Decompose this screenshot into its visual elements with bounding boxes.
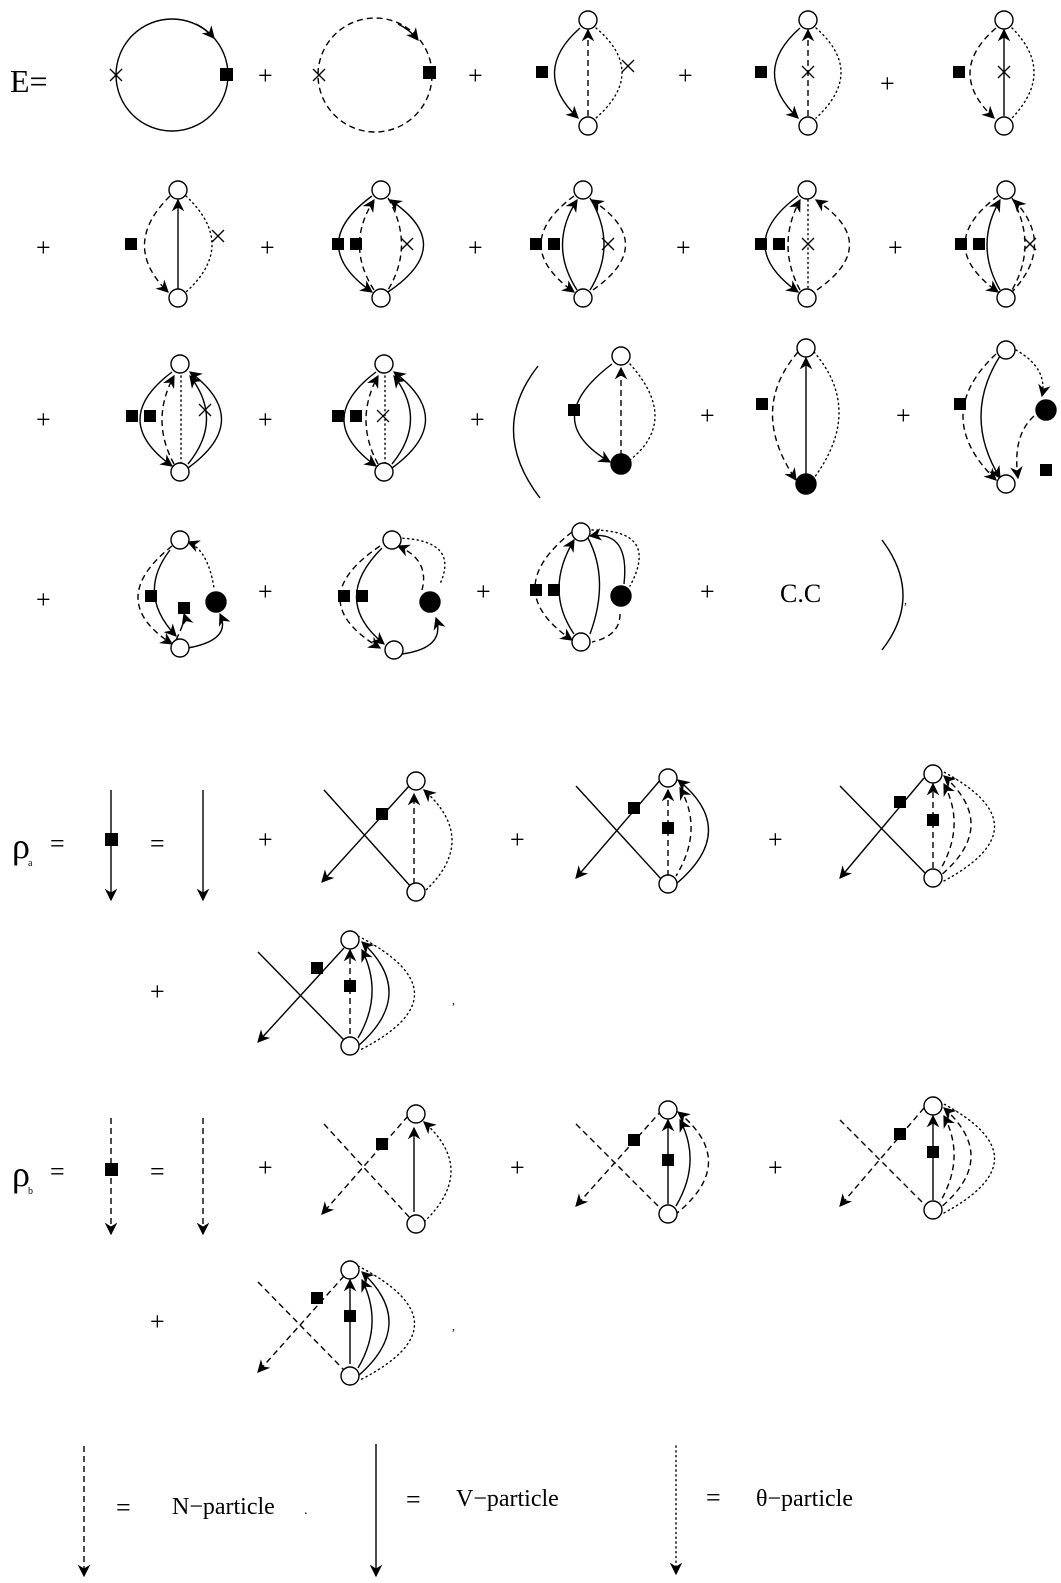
cross-mark <box>621 59 635 73</box>
cross-mark <box>1023 237 1037 251</box>
plus-sign: + <box>468 233 483 262</box>
diagram-side-vertex-18 <box>530 522 640 652</box>
plus-sign: + <box>258 577 273 606</box>
diagram-three-line-11 <box>126 354 223 482</box>
comma: , <box>904 593 907 607</box>
rho-b-diagram-1 <box>321 1104 452 1234</box>
plus-sign: + <box>510 825 525 854</box>
cross-mark <box>801 237 815 251</box>
diagram-side-vertex-17 <box>338 530 446 660</box>
equals-sign: = <box>50 1157 65 1186</box>
diagram-solid-loop <box>109 18 233 132</box>
rho-a-symbol: ρ <box>12 826 30 866</box>
plus-sign: + <box>768 825 783 854</box>
plus-sign: + <box>150 977 165 1006</box>
cross-mark <box>109 68 123 82</box>
cross-mark <box>801 65 815 79</box>
plus-sign: + <box>888 233 903 262</box>
legend-v-particle: = V−particle <box>369 1444 559 1578</box>
plus-sign: + <box>896 401 911 430</box>
plus-sign: + <box>36 585 51 614</box>
plus-sign: + <box>768 1153 783 1182</box>
equals-sign: = <box>150 829 165 858</box>
equals-sign: = <box>706 1483 721 1512</box>
equals-sign: = <box>50 829 65 858</box>
rho-a-diagram-4 <box>257 930 416 1056</box>
plus-sign: + <box>476 577 491 606</box>
cross-mark <box>997 65 1011 79</box>
diagram-two-vertex-5 <box>953 10 1035 136</box>
plus-sign: + <box>260 233 275 262</box>
diagram-three-line-8 <box>530 180 627 308</box>
right-parenthesis <box>881 539 904 651</box>
rho-b-symbol: ρ <box>12 1154 30 1194</box>
plus-sign: + <box>470 405 485 434</box>
rho-a-diagram-1 <box>321 771 453 902</box>
diagram-three-line-9 <box>755 180 851 308</box>
rho-a-diagram-2 <box>575 768 710 894</box>
energy-label: E= <box>10 63 48 99</box>
legend-v-particle-label: V−particle <box>456 1486 559 1512</box>
legend-n-particle: = N−particle . <box>77 1446 308 1578</box>
comma: , <box>452 993 455 1007</box>
rho-b-subscript: b <box>28 1186 33 1197</box>
plus-sign: + <box>258 61 273 90</box>
diagram-two-vertex-3 <box>536 10 635 136</box>
diagram-filled-vertex-15 <box>954 340 1057 494</box>
rho-b-diagram-3 <box>839 1096 996 1220</box>
diagram-filled-vertex-14 <box>756 338 840 495</box>
legend-n-particle-label: N−particle <box>172 1494 275 1520</box>
cross-mark <box>400 237 414 251</box>
cross-mark <box>601 237 615 251</box>
plus-sign: + <box>678 61 693 90</box>
equals-sign: = <box>116 1493 131 1522</box>
plus-sign: + <box>700 577 715 606</box>
legend-theta-particle-label: θ−particle <box>756 1486 853 1512</box>
diagram-dashed-loop <box>312 17 436 133</box>
comma: , <box>452 1319 455 1333</box>
diagram-filled-vertex-13 <box>568 346 656 475</box>
period: . <box>304 1503 308 1518</box>
diagram-three-line-7 <box>332 180 425 308</box>
complex-conjugate-label: C.C <box>780 579 821 608</box>
diagram-two-vertex-6 <box>125 180 225 308</box>
rho-b-diagram-4 <box>257 1260 416 1386</box>
equals-sign: = <box>150 1157 165 1186</box>
rho-a-vertex-line <box>104 790 118 902</box>
equals-sign: = <box>406 1485 421 1514</box>
cross-mark <box>376 409 390 423</box>
plus-sign: + <box>150 1307 165 1336</box>
cross-mark <box>198 403 212 417</box>
plus-sign: + <box>676 233 691 262</box>
diagram-three-line-12 <box>332 354 427 482</box>
legend-theta-particle: = θ−particle <box>669 1445 853 1576</box>
rho-b-vertex-line <box>104 1118 118 1236</box>
plus-sign: + <box>258 1153 273 1182</box>
plus-sign: + <box>468 61 483 90</box>
filled-square-vertex <box>423 66 436 79</box>
plus-sign: + <box>36 233 51 262</box>
plus-sign: + <box>258 405 273 434</box>
left-parenthesis <box>512 365 541 499</box>
plus-sign: + <box>510 1153 525 1182</box>
diagram-side-vertex-16 <box>137 530 231 658</box>
rho-a-diagram-3 <box>839 764 996 888</box>
diagram-three-line-10 <box>955 180 1037 308</box>
rho-a-subscript: a <box>28 858 33 869</box>
filled-square-vertex <box>220 68 233 81</box>
plus-sign: + <box>36 405 51 434</box>
plus-sign: + <box>258 825 273 854</box>
cross-mark <box>211 229 225 243</box>
diagram-two-vertex-4 <box>755 10 842 136</box>
rho-b-diagram-2 <box>575 1100 710 1224</box>
cross-mark <box>312 68 326 82</box>
plus-sign: + <box>880 69 895 98</box>
plus-sign: + <box>700 401 715 430</box>
